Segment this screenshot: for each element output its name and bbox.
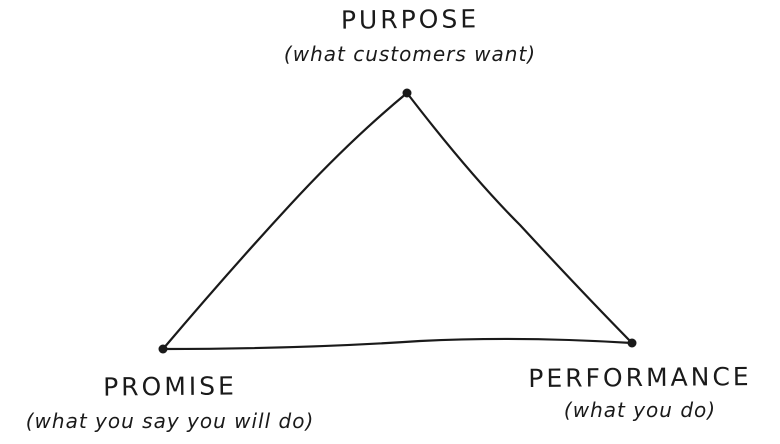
vertex-purpose [402, 88, 412, 98]
promise-label: PROMISE (what you say you will do) [10, 371, 330, 433]
vertex-promise [158, 344, 168, 354]
performance-subtitle: (what you do) [563, 398, 717, 422]
edge-purpose-performance [405, 91, 634, 345]
vertex-performance [627, 338, 637, 348]
purpose-title: PURPOSE [340, 4, 480, 35]
purpose-label: PURPOSE (what customers want) [260, 4, 560, 66]
promise-subtitle: (what you say you will do) [25, 409, 315, 433]
edge-promise-purpose [161, 91, 409, 351]
promise-title: PROMISE [103, 371, 237, 402]
purpose-subtitle: (what customers want) [283, 42, 537, 66]
performance-label: PERFORMANCE (what you do) [515, 362, 765, 422]
performance-title: PERFORMANCE [528, 362, 752, 393]
edge-performance-promise [161, 337, 634, 351]
